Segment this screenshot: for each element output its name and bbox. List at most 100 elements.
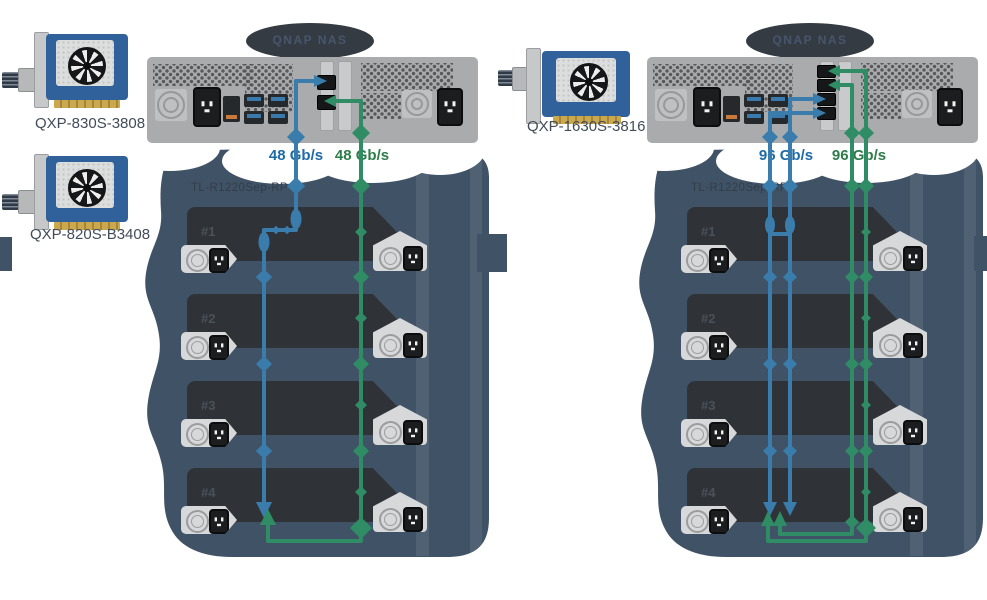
usb-port-icon [744,111,764,124]
card-model-label: QXP-820S-B3408 [30,226,151,243]
usb-port-icon [768,94,788,107]
vent-grille [861,63,953,91]
fan-ring-icon [879,421,902,444]
power-inlet-icon [209,422,229,447]
power-inlet-icon [709,422,729,447]
pcie-edge-connector [553,116,621,124]
link-speed-label: 96 Gb/s [758,147,814,164]
unit-number: #1 [701,224,716,239]
nas-name-badge: QNAP NAS [746,23,874,59]
psu-module [681,245,737,273]
power-inlet-icon [403,420,423,445]
jbod-unit: #2 [187,294,403,348]
power-inlet-icon [903,420,923,445]
cable-connector-icon [2,72,19,88]
card-fan-icon [68,169,106,207]
power-inlet-icon [709,335,729,360]
power-inlet-icon [193,87,221,127]
vent-grille [361,63,453,91]
unit-number: #4 [701,485,716,500]
case-fan-icon [402,90,432,118]
usb-port-icon [268,111,288,124]
nas-name-badge: QNAP NAS [246,23,374,59]
psu-module [181,506,237,534]
fan-ring-icon [686,249,709,272]
unit-number: #3 [201,398,216,413]
card-bracket [526,48,541,124]
fan-ring-icon [379,421,402,444]
power-inlet-icon [693,87,721,127]
vent-grille [361,93,401,119]
ethernet-port-icon [223,96,240,122]
vent-grille [153,64,253,86]
fan-ring-icon [686,336,709,359]
vent-grille [653,64,753,86]
unit-number: #2 [201,311,216,326]
power-inlet-icon [903,507,923,532]
psu-fan-icon [155,89,187,121]
nas-rear-panel [147,57,478,143]
power-inlet-icon [709,509,729,534]
fan-ring-icon [157,91,185,119]
psu-module [373,231,427,271]
unit-number: #3 [701,398,716,413]
cable-connector-icon [498,70,515,86]
card-fan-icon [68,47,106,85]
left-blue-cable [256,75,327,518]
power-inlet-icon [437,88,463,126]
power-inlet-icon [403,246,423,271]
jbod-model-label: TL-R1220Sep-RP [191,182,289,194]
fan-ring-icon [879,247,902,270]
cable-connector-icon [2,194,19,210]
nas-name-label: QNAP NAS [772,33,848,47]
usb-port-icon [244,111,264,124]
psu-module [681,419,737,447]
psu-module [181,332,237,360]
fan-ring-icon [879,334,902,357]
fan-ring-icon [379,247,402,270]
power-inlet-icon [403,507,423,532]
fan-ring-icon [686,423,709,446]
fan-ring-icon [405,92,429,116]
fan-ring-icon [186,510,209,533]
usb-port-icon [244,94,264,107]
expansion-card [2,28,137,110]
left-green-cable [260,95,372,543]
unit-number: #1 [201,224,216,239]
psu-module [681,332,737,360]
right-blue-cables [762,93,826,516]
fan-ring-icon [905,92,929,116]
fan-ring-icon [686,510,709,533]
pcie-edge-connector [54,222,120,230]
usb-port-icon [268,94,288,107]
power-inlet-icon [709,248,729,273]
psu-module [181,419,237,447]
pcie-edge-connector [54,100,120,108]
right-green-cables [761,65,876,543]
card-fan-icon [570,63,608,101]
nas-name-label: QNAP NAS [272,33,348,47]
ethernet-port-icon [723,96,740,122]
case-fan-icon [902,90,932,118]
usb-ports-icon [244,94,290,124]
unit-number: #2 [701,311,716,326]
fan-ring-icon [186,423,209,446]
psu-fan-icon [655,89,687,121]
fan-ring-icon [379,334,402,357]
card-bracket [338,61,352,131]
power-inlet-icon [403,333,423,358]
power-inlet-icon [903,333,923,358]
fan-ring-icon [186,249,209,272]
pcie-slots [317,61,352,131]
fan-ring-icon [657,91,685,119]
nas-rear-panel [647,57,978,143]
power-inlet-icon [209,335,229,360]
expansion-card [498,46,633,128]
usb-port-icon [744,94,764,107]
power-inlet-icon [209,248,229,273]
card-model-label: QXP-1630S-3816 [527,118,646,135]
power-inlet-icon [903,246,923,271]
